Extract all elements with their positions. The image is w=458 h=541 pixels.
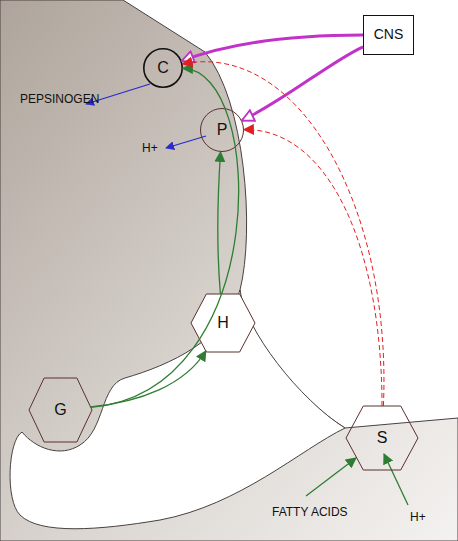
inhibition-arrow — [183, 62, 384, 406]
node-text-wrap: P — [200, 108, 244, 152]
stimulation-arrow — [91, 68, 239, 407]
stimulation-arrow — [218, 152, 221, 294]
node-label: G — [54, 401, 66, 419]
inhibition-arrow — [244, 130, 382, 406]
product-label: PEPSINOGEN — [20, 92, 99, 106]
node-label: CNS — [374, 27, 404, 42]
cell-hexagon: H — [191, 294, 255, 352]
fatty-acid-arrow — [306, 458, 356, 496]
stimulus-label: FATTY ACIDS — [272, 505, 348, 519]
cell-hexagon: G — [29, 378, 92, 442]
cell-hexagon: S — [346, 406, 418, 470]
node-text-wrap: H — [191, 294, 255, 352]
node-text-wrap: G — [29, 378, 92, 442]
node-label: P — [217, 121, 228, 139]
organ-box: CNS — [363, 15, 414, 55]
stimulation-arrow — [91, 351, 206, 407]
nerve-fiber — [242, 47, 363, 121]
outline-shape — [144, 49, 182, 87]
acid-stimulus-arrow — [384, 454, 408, 505]
outline-shape — [191, 294, 255, 352]
outline-shape — [364, 16, 414, 55]
ion-label: H+ — [410, 510, 426, 524]
nerve-fiber — [182, 35, 363, 61]
cell-circle: C — [143, 48, 183, 88]
node-label: C — [157, 59, 169, 77]
ion-label: H+ — [142, 141, 158, 155]
stomach-lumen — [10, 290, 345, 529]
node-text-wrap: CNS — [363, 15, 414, 55]
node-label: H — [217, 314, 229, 332]
cell-circle: P — [200, 108, 244, 152]
node-label: S — [377, 429, 388, 447]
node-text-wrap: S — [346, 406, 418, 470]
node-text-wrap: C — [143, 48, 183, 88]
outline-shape — [201, 109, 244, 152]
outline-shape — [346, 406, 418, 470]
outline-shape — [29, 378, 92, 442]
acid-leader — [166, 136, 206, 148]
